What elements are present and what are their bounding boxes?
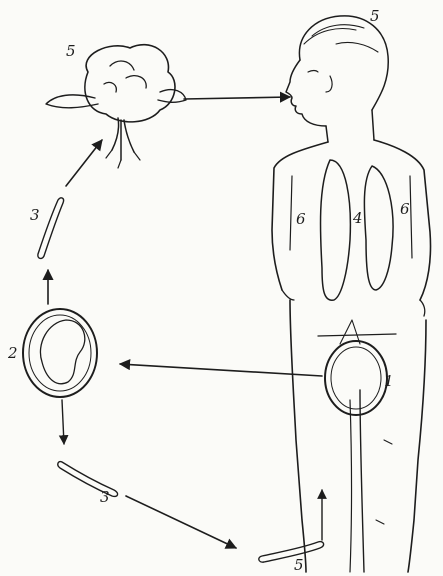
human-figure — [272, 16, 431, 572]
arrow-cyst-down — [62, 400, 64, 444]
larva-bottom — [259, 542, 324, 563]
label-cyst-body: 1 — [384, 374, 394, 389]
arrow-plant-to-mouth — [184, 97, 290, 99]
lung-left — [320, 160, 350, 300]
arrow-to-bottom-larva — [126, 496, 236, 548]
arrow-larva-to-plant — [66, 140, 102, 186]
cyst-left — [23, 309, 97, 397]
label-larva-lower-left: 3 — [100, 490, 110, 505]
label-lung-center: 4 — [353, 211, 363, 226]
label-cyst-left: 2 — [8, 346, 18, 361]
cabbage-plant — [46, 45, 186, 168]
label-head: 5 — [370, 9, 380, 24]
label-lung-right: 6 — [400, 202, 410, 217]
label-larva-upper: 3 — [30, 208, 40, 223]
label-larva-bottom: 5 — [294, 558, 304, 573]
label-lung-left: 6 — [296, 212, 306, 227]
lung-right — [364, 166, 393, 290]
larva-upper — [38, 198, 64, 259]
label-cabbage: 5 — [66, 44, 76, 59]
cyst-body — [325, 341, 387, 415]
